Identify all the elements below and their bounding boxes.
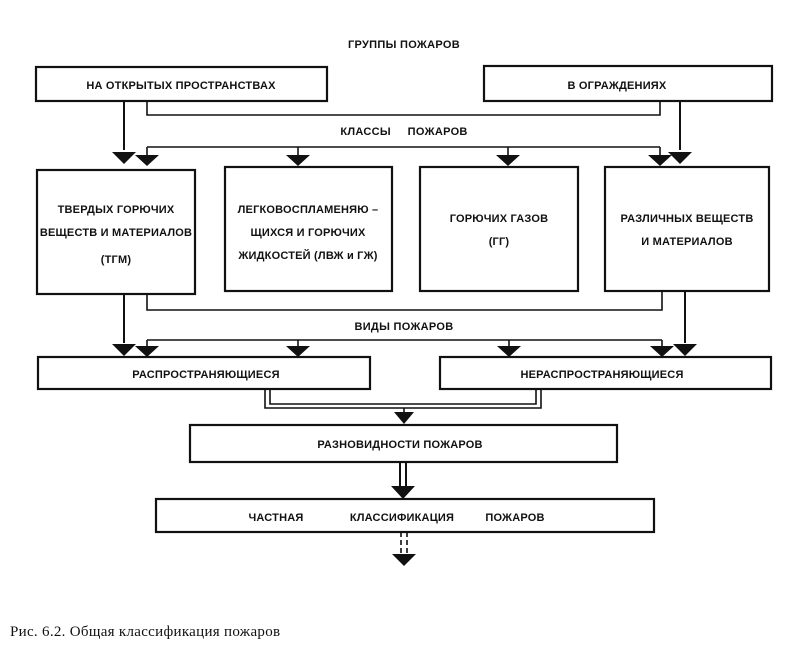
- group-open-box: [34, 65, 329, 103]
- types-to-varieties-connectors: [264, 389, 542, 424]
- group-enclosed-label: В ОГРАЖДЕНИЯХ: [568, 80, 667, 92]
- type-non-spreading-box: [438, 355, 773, 391]
- class-solid-line-2: ВЕЩЕСТВ И МАТЕРИАЛОВ: [40, 227, 192, 239]
- private-classification-word-2: КЛАССИФИКАЦИЯ: [350, 512, 454, 524]
- class-gas-box: [418, 165, 580, 293]
- varieties-to-private-connector: [391, 462, 415, 499]
- class-solid-box: [35, 168, 197, 296]
- figure-caption: Рис. 6.2. Общая классификация пожаров: [10, 624, 281, 640]
- group-open-label: НА ОТКРЫТЫХ ПРОСТРАНСТВАХ: [86, 80, 276, 92]
- private-classification-word-3: ПОЖАРОВ: [485, 512, 544, 524]
- class-solid-line-3: (ТГМ): [101, 254, 132, 266]
- class-gas-line-2: (ГГ): [489, 236, 510, 248]
- classes-to-types-connectors: [112, 291, 697, 357]
- class-liquid-line-2: ЩИХСЯ И ГОРЮЧИХ: [250, 227, 366, 239]
- continuation-arrow: [392, 532, 416, 566]
- group-enclosed-box: [482, 64, 774, 103]
- groups-to-classes-connectors: [112, 101, 692, 166]
- types-label: ВИДЫ ПОЖАРОВ: [354, 321, 453, 333]
- type-non-spreading-label: НЕРАСПРОСТРАНЯЮЩИЕСЯ: [520, 369, 683, 381]
- private-classification-box: [154, 497, 656, 534]
- varieties-box: [188, 423, 619, 464]
- class-various-line-1: РАЗЛИЧНЫХ ВЕЩЕСТВ: [621, 213, 754, 225]
- class-solid-line-1: ТВЕРДЫХ ГОРЮЧИХ: [58, 204, 175, 216]
- class-liquid-box: [223, 165, 394, 293]
- class-liquid-line-1: ЛЕГКОВОСПЛАМЕНЯЮ –: [238, 204, 379, 216]
- type-spreading-box: [36, 355, 372, 391]
- classes-label: КЛАССЫ ПОЖАРОВ: [340, 126, 467, 138]
- class-liquid-line-3: ЖИДКОСТЕЙ (ЛВЖ и ГЖ): [237, 249, 377, 262]
- diagram-title: ГРУППЫ ПОЖАРОВ: [348, 39, 460, 51]
- class-various-line-2: И МАТЕРИАЛОВ: [641, 236, 733, 248]
- private-classification-word-1: ЧАСТНАЯ: [249, 512, 304, 524]
- class-various-box: [603, 165, 771, 293]
- varieties-label: РАЗНОВИДНОСТИ ПОЖАРОВ: [317, 439, 482, 451]
- type-spreading-label: РАСПРОСТРАНЯЮЩИЕСЯ: [132, 369, 279, 381]
- class-gas-line-1: ГОРЮЧИХ ГАЗОВ: [450, 213, 549, 225]
